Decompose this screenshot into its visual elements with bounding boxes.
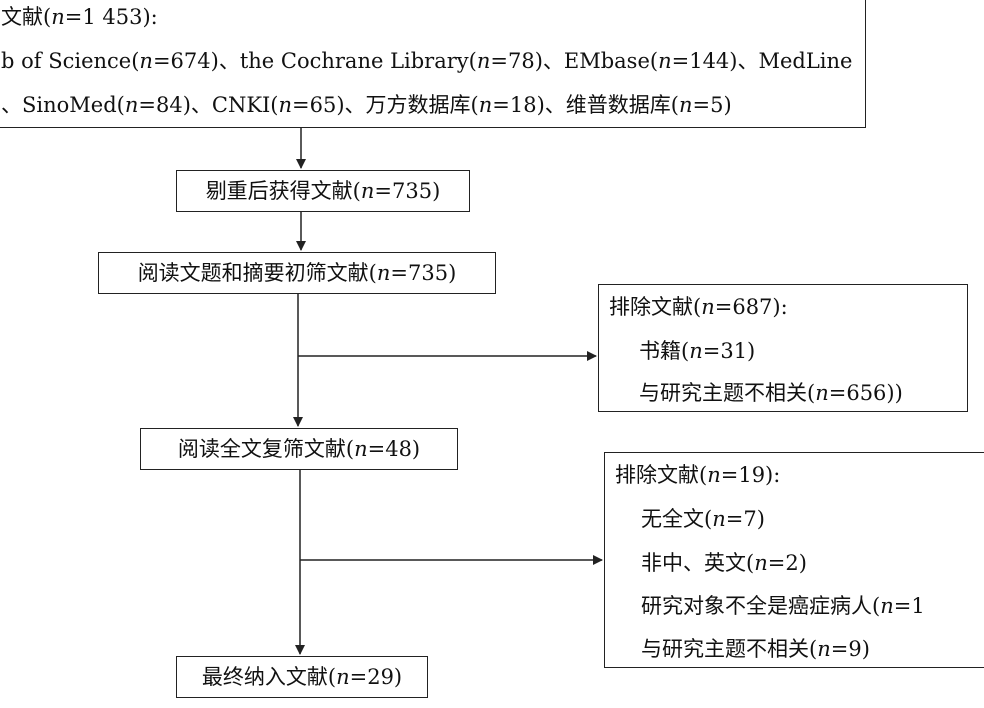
db-text: =78)、EMbase( bbox=[490, 49, 659, 73]
final-included-label: 最终纳入文献(n=29) bbox=[177, 667, 427, 688]
db-text: =84)、CNKI( bbox=[138, 93, 279, 117]
initial-screening-label: 阅读文题和摘要初筛文献(n=735) bbox=[99, 263, 495, 284]
ex1-item-count: =31) bbox=[702, 339, 756, 363]
screen1-text: 阅读文题和摘要初筛文献( bbox=[137, 261, 377, 285]
search-sources-box: 文献(n=1 453): b of Science(n=674)、the Coc… bbox=[0, 0, 866, 128]
n-symbol: n bbox=[701, 295, 715, 319]
exclusion-2-item-language: 非中、英文(n=2) bbox=[641, 553, 807, 574]
search-total-line: 文献(n=1 453): bbox=[1, 7, 158, 28]
ex2-item-count: =9) bbox=[830, 637, 870, 661]
db-text: =144)、MedLine bbox=[671, 49, 853, 73]
exclusion-2-title: 排除文献(n=19): bbox=[615, 465, 780, 486]
search-databases-line-2: 、SinoMed(n=84)、CNKI(n=65)、万方数据库(n=18)、维普… bbox=[1, 95, 732, 116]
db-text: =65)、万方数据库( bbox=[292, 93, 479, 117]
dedup-box: 剔重后获得文献(n=735) bbox=[176, 170, 470, 212]
db-text: b of Science( bbox=[1, 49, 140, 73]
db-text: 、SinoMed( bbox=[1, 93, 125, 117]
ex1-title-count: =687): bbox=[714, 295, 788, 319]
n-symbol: n bbox=[478, 93, 493, 117]
search-databases-line-1: b of Science(n=674)、the Cochrane Library… bbox=[1, 51, 852, 72]
search-total-value: =1 453): bbox=[64, 5, 158, 29]
n-symbol: n bbox=[658, 49, 672, 73]
db-text: =5) bbox=[692, 93, 732, 117]
exclusion-box-1: 排除文献(n=687): 书籍(n=31) 与研究主题不相关(n=656)) bbox=[598, 284, 968, 412]
n-symbol: n bbox=[476, 49, 491, 73]
screen1-count: =735) bbox=[390, 261, 457, 285]
n-symbol: n bbox=[51, 5, 65, 29]
db-text: =18)、维普数据库( bbox=[492, 93, 679, 117]
exclusion-2-item-population: 研究对象不全是癌症病人(n=1 bbox=[641, 596, 925, 617]
dedup-count: =735) bbox=[374, 179, 441, 203]
ex1-item-text: 书籍( bbox=[639, 339, 690, 363]
exclusion-1-item-irrelevant: 与研究主题不相关(n=656)) bbox=[639, 383, 903, 404]
n-symbol: n bbox=[360, 179, 375, 203]
n-symbol: n bbox=[689, 339, 703, 363]
final-count: =29) bbox=[349, 665, 403, 689]
n-symbol: n bbox=[139, 49, 153, 73]
dedup-text: 剔重后获得文献( bbox=[205, 179, 361, 203]
n-symbol: n bbox=[278, 93, 293, 117]
search-total-label: 文献( bbox=[1, 5, 52, 29]
ex2-item-text: 与研究主题不相关( bbox=[641, 637, 818, 661]
n-symbol: n bbox=[124, 93, 139, 117]
screen2-text: 阅读全文复筛文献( bbox=[177, 437, 355, 461]
ex2-item-text: 非中、英文( bbox=[641, 551, 755, 575]
n-symbol: n bbox=[712, 507, 726, 531]
n-symbol: n bbox=[817, 637, 831, 661]
n-symbol: n bbox=[678, 93, 693, 117]
ex2-item-count: =2) bbox=[767, 551, 807, 575]
n-symbol: n bbox=[815, 381, 829, 405]
db-text: =674)、the Cochrane Library( bbox=[152, 49, 477, 73]
exclusion-2-item-no-fulltext: 无全文(n=7) bbox=[641, 509, 765, 530]
n-symbol: n bbox=[707, 463, 721, 487]
ex2-item-count: =7) bbox=[725, 507, 765, 531]
exclusion-1-title: 排除文献(n=687): bbox=[609, 297, 788, 318]
ex2-title-text: 排除文献( bbox=[615, 463, 708, 487]
exclusion-box-2: 排除文献(n=19): 无全文(n=7) 非中、英文(n=2) 研究对象不全是癌… bbox=[604, 452, 984, 668]
final-text: 最终纳入文献( bbox=[201, 665, 337, 689]
screen2-count: =48) bbox=[367, 437, 421, 461]
exclusion-2-item-irrelevant: 与研究主题不相关(n=9) bbox=[641, 639, 870, 660]
n-symbol: n bbox=[376, 261, 391, 285]
final-included-box: 最终纳入文献(n=29) bbox=[176, 656, 428, 698]
fulltext-screening-box: 阅读全文复筛文献(n=48) bbox=[140, 428, 458, 470]
exclusion-1-item-books: 书籍(n=31) bbox=[639, 341, 755, 362]
ex1-item-text: 与研究主题不相关( bbox=[639, 381, 816, 405]
dedup-label: 剔重后获得文献(n=735) bbox=[177, 181, 469, 202]
n-symbol: n bbox=[336, 665, 350, 689]
initial-screening-box: 阅读文题和摘要初筛文献(n=735) bbox=[98, 252, 496, 294]
ex2-item-text: 研究对象不全是癌症病人( bbox=[641, 594, 881, 618]
n-symbol: n bbox=[354, 437, 368, 461]
ex2-item-text: 无全文( bbox=[641, 507, 713, 531]
ex2-title-count: =19): bbox=[720, 463, 781, 487]
ex1-title-text: 排除文献( bbox=[609, 295, 702, 319]
n-symbol: n bbox=[754, 551, 768, 575]
ex1-item-count: =656)) bbox=[828, 381, 903, 405]
fulltext-screening-label: 阅读全文复筛文献(n=48) bbox=[141, 439, 457, 460]
n-symbol: n bbox=[880, 594, 894, 618]
ex2-item-count: =1 bbox=[893, 594, 925, 618]
